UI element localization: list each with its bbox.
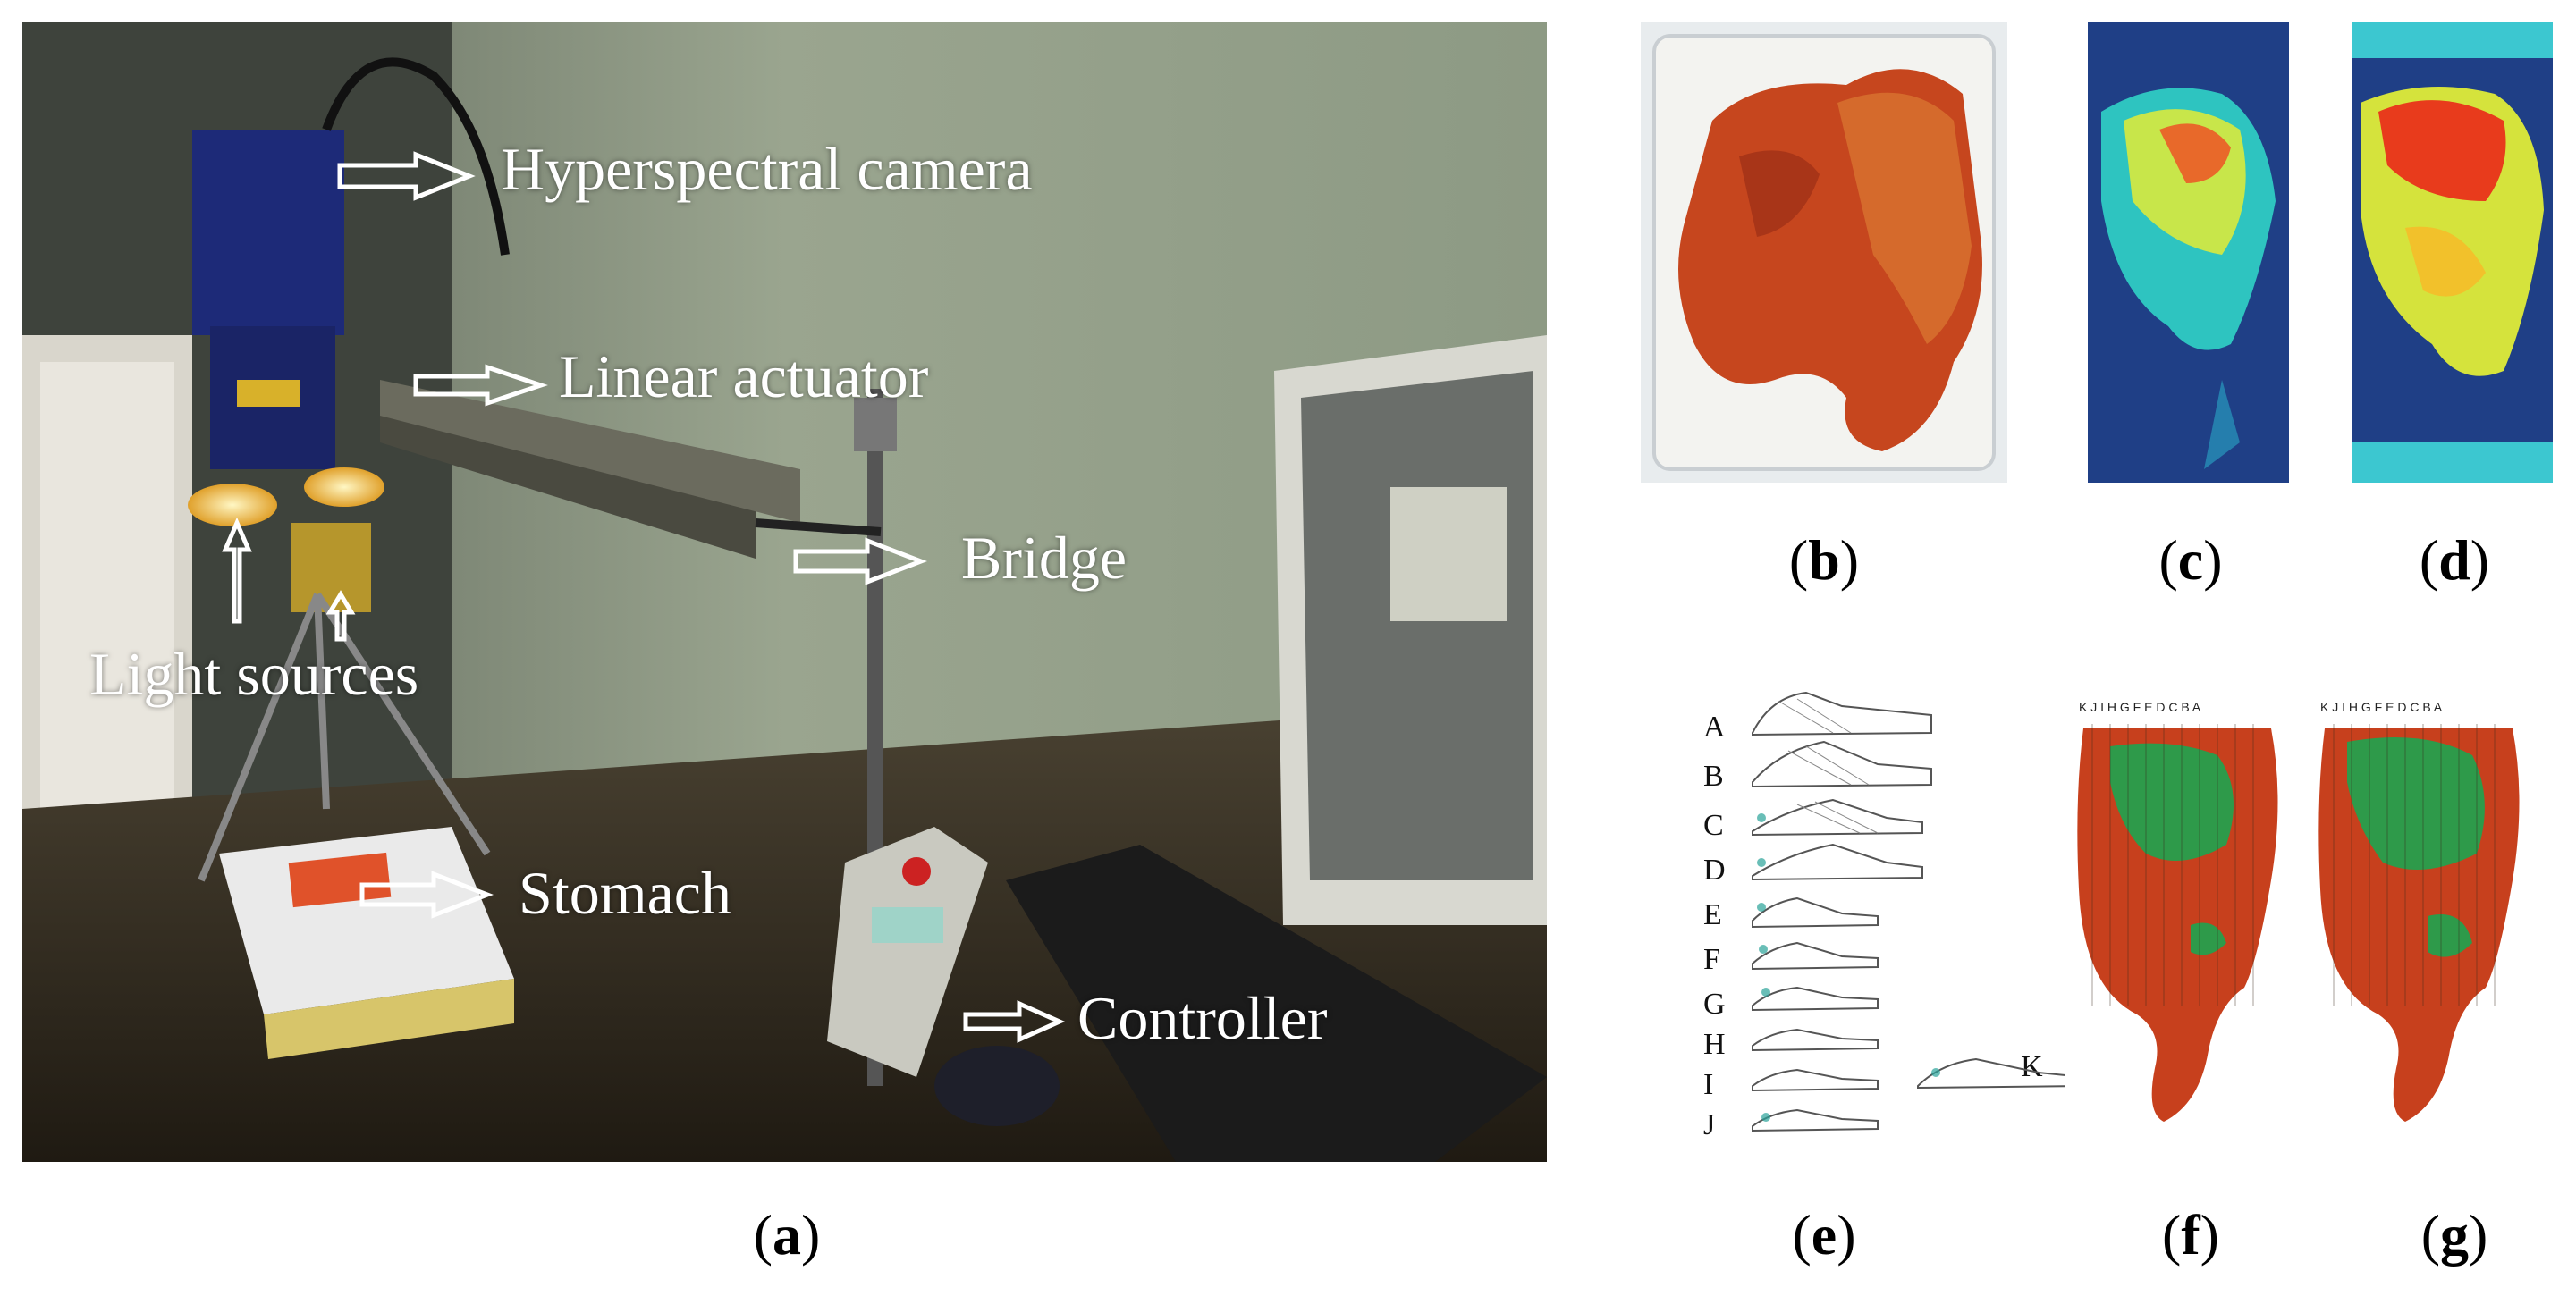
panel-c-map [2088, 22, 2289, 483]
row-label-j: J [1703, 1108, 1716, 1141]
column-header-f: K J I H G F E D C B A [2079, 700, 2201, 714]
row-label-c: C [1703, 809, 1724, 842]
label-light-sources: Light sources [89, 640, 419, 708]
caption-d: (d) [2419, 528, 2490, 592]
label-linear-actuator: Linear actuator [559, 342, 929, 410]
caption-g: (g) [2420, 1203, 2488, 1267]
row-label-a: A [1703, 711, 1726, 744]
caption-e: (e) [1792, 1203, 1856, 1267]
row-label-d: D [1703, 854, 1726, 887]
setup-photo [22, 22, 1547, 1162]
panel-a-photo: Hyperspectral camera Linear actuator Bri… [22, 22, 1547, 1162]
spectral-map-c [2088, 22, 2289, 483]
caption-a: (a) [753, 1203, 821, 1267]
panel-e-sketch: A B C D E F G H I J K [1699, 679, 2110, 1144]
panel-b-photo [1641, 22, 2007, 483]
label-hyperspectral-camera: Hyperspectral camera [501, 135, 1033, 203]
column-header-g: K J I H G F E D C B A [2320, 700, 2443, 714]
row-label-k: K [2021, 1050, 2043, 1083]
stomach-rgb-image [1641, 22, 2007, 483]
label-stomach: Stomach [519, 859, 731, 927]
tumor-overlay-g [2307, 693, 2530, 1153]
caption-b: (b) [1788, 528, 1860, 592]
panel-f-overlay: K J I H G F E D C B A [2065, 693, 2289, 1153]
panel-g-overlay: K J I H G F E D C B A [2307, 693, 2530, 1153]
tumor-overlay-f [2065, 693, 2289, 1153]
row-label-f: F [1703, 943, 1720, 976]
caption-f: (f) [2162, 1203, 2219, 1267]
row-label-e: E [1703, 898, 1722, 931]
row-label-g: G [1703, 988, 1726, 1021]
label-bridge: Bridge [961, 524, 1128, 592]
row-label-h: H [1703, 1028, 1726, 1061]
panel-d-map [2352, 22, 2553, 483]
label-controller: Controller [1077, 984, 1328, 1052]
row-label-b: B [1703, 760, 1724, 793]
row-label-i: I [1703, 1068, 1714, 1101]
spectral-map-d [2352, 22, 2553, 483]
caption-c: (c) [2158, 528, 2223, 592]
cross-section-sketches [1752, 691, 2084, 1132]
